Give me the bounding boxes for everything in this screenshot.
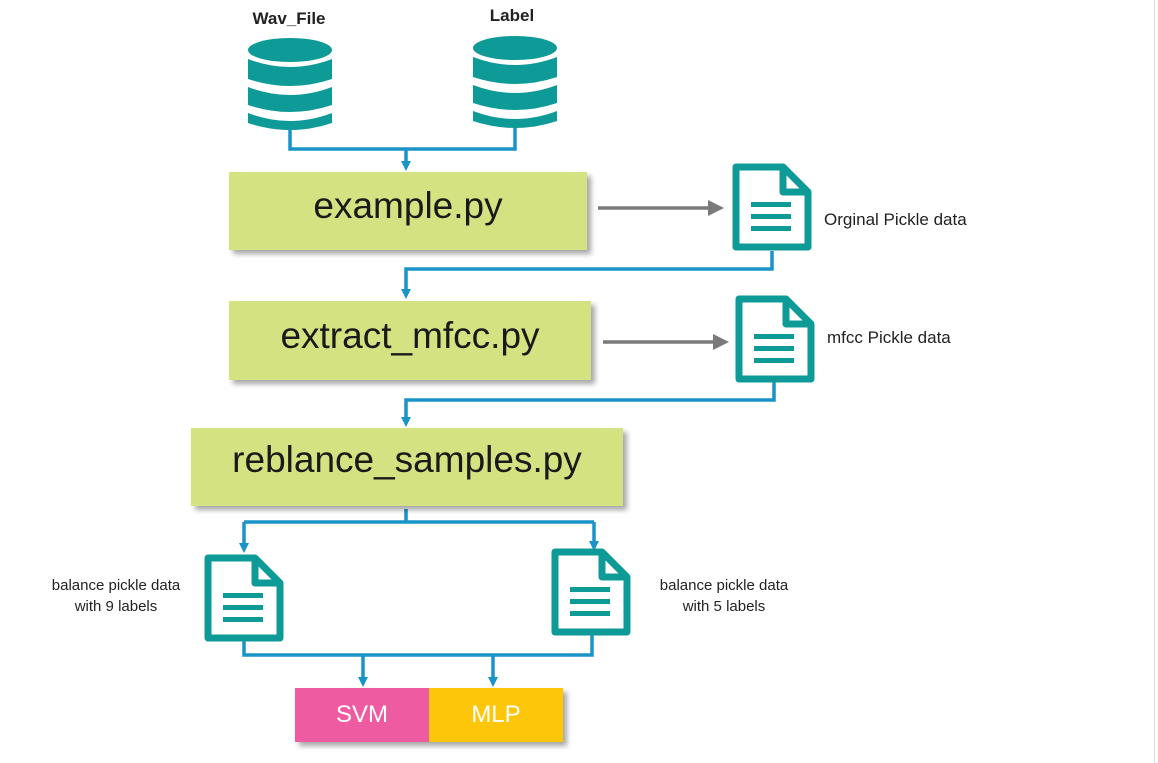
document-icon — [551, 548, 631, 636]
balance5-label: balance pickle data with 5 labels — [638, 575, 810, 617]
balance9-label-line1: balance pickle data — [51, 577, 181, 594]
wavfile-label: Wav_File — [252, 9, 326, 28]
arrow-into-extract — [401, 251, 774, 299]
extract-mfcc-script-box: extract_mfcc.py — [229, 301, 591, 380]
page-edge-divider — [1154, 0, 1155, 763]
reblance-script-label: reblance_samples.py — [232, 439, 582, 480]
arrow-into-reblance — [401, 380, 776, 427]
database-icon — [248, 38, 332, 130]
mfcc-pickle-label: mfcc Pickle data — [827, 328, 951, 347]
document-icon — [732, 163, 812, 251]
document-icon — [735, 295, 815, 383]
connector-balanced-merge — [242, 631, 594, 657]
balance9-label-line2: with 9 labels — [74, 598, 158, 615]
balance5-label-line2: with 5 labels — [682, 598, 766, 615]
connector-label — [404, 128, 517, 151]
mlp-label: MLP — [471, 701, 521, 728]
label-source-label: Label — [489, 6, 535, 25]
example-script-box: example.py — [229, 172, 587, 250]
example-script-label: example.py — [313, 185, 503, 226]
database-icon — [473, 36, 557, 128]
svm-box: SVM — [295, 688, 429, 742]
connector-reblance-split — [244, 509, 594, 524]
connector-wavfile — [288, 130, 404, 151]
extract-mfcc-script-label: extract_mfcc.py — [280, 314, 540, 356]
balance5-label-line1: balance pickle data — [659, 577, 789, 594]
document-icon — [204, 554, 284, 642]
balance9-label: balance pickle data with 9 labels — [30, 575, 202, 617]
mlp-box: MLP — [429, 688, 563, 742]
original-pickle-label: Orginal Pickle data — [824, 210, 967, 229]
svm-label: SVM — [335, 701, 388, 728]
reblance-script-box: reblance_samples.py — [191, 428, 623, 506]
